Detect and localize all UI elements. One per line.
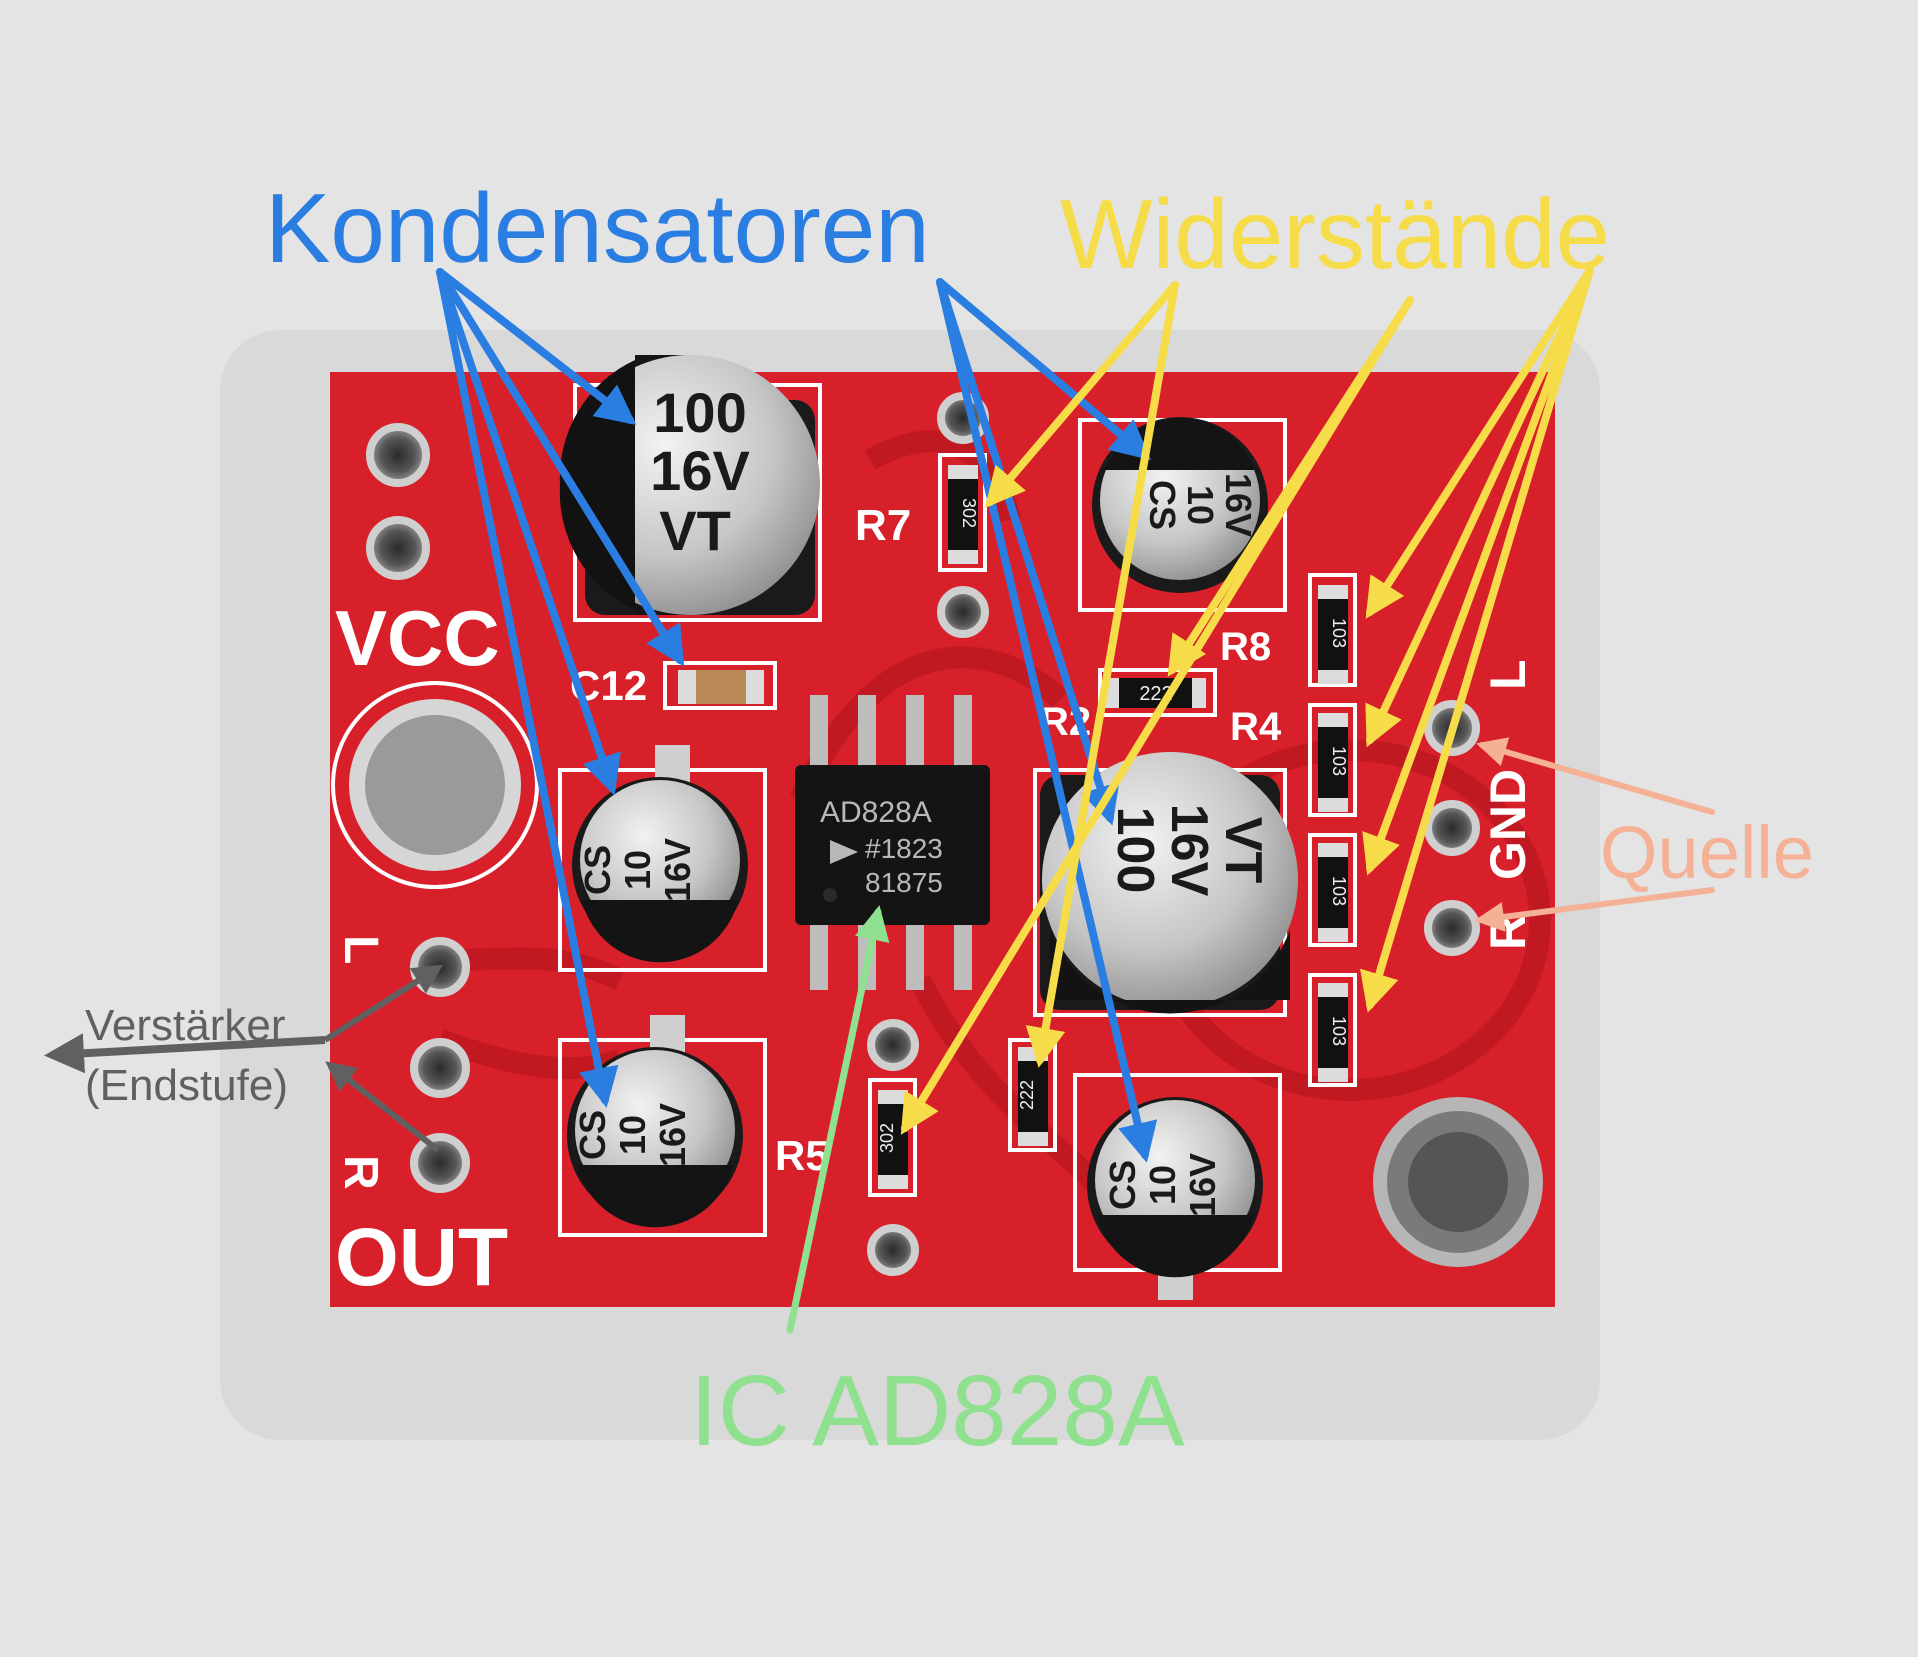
smd-resistors: 302 222 302 222 103 xyxy=(877,465,1349,1189)
small-cap-1-line1: CS xyxy=(577,845,618,895)
capacitors-label: Kondensatoren xyxy=(265,173,930,283)
resistor-r5-code: 302 xyxy=(877,1123,897,1153)
big-capacitor-2: 100 16V VT xyxy=(1040,752,1298,1014)
vcc-label: VCC xyxy=(335,594,500,682)
silk-r4: R4 xyxy=(1230,705,1282,749)
small-cap-3-line1: CS xyxy=(1142,480,1183,530)
source-label: Quelle xyxy=(1600,811,1814,894)
resistor-arrows xyxy=(900,266,1594,1135)
small-cap-3-line3: 16V xyxy=(1218,473,1259,537)
big-cap-2-line2: 16V xyxy=(1160,804,1218,897)
silk-r5: R5 xyxy=(775,1132,829,1179)
small-cap-2-line1: CS xyxy=(572,1110,613,1160)
big-cap-2-line3: VT xyxy=(1214,817,1272,884)
resistor-right-2-code: 103 xyxy=(1329,746,1349,776)
ic-label: IC AD828A xyxy=(690,1355,1185,1467)
small-cap-2-line2: 10 xyxy=(612,1115,653,1155)
resistor-right-3-code: 103 xyxy=(1329,876,1349,906)
smd-capacitor-c12 xyxy=(678,670,764,704)
capacitor-arrows xyxy=(436,268,1158,1163)
ic-ad828a-chip: AD828A #1823 81875 xyxy=(795,695,990,990)
resistor-right-3: 103 xyxy=(1318,843,1349,942)
ic-marking-line1: AD828A xyxy=(820,796,932,829)
ic-marking-line2: #1823 xyxy=(865,833,943,864)
small-cap-1-line3: 16V xyxy=(657,838,698,902)
resistor-r7: 302 xyxy=(948,465,979,564)
big-cap-1-line2: 16V xyxy=(650,439,750,502)
source-arrows xyxy=(1474,737,1715,932)
small-cap-2-line3: 16V xyxy=(652,1103,693,1167)
small-cap-1-line2: 10 xyxy=(617,850,658,890)
resistor-r8: 222 xyxy=(1105,678,1206,708)
big-cap-1-line1: 100 xyxy=(653,381,746,444)
small-cap-4-line1: CS xyxy=(1102,1160,1143,1210)
through-hole-pads xyxy=(349,392,1543,1276)
silk-r7: R7 xyxy=(855,501,911,550)
resistor-right-1: 103 xyxy=(1318,585,1349,684)
silk-r-left: R xyxy=(334,1155,387,1190)
ic-arrow xyxy=(786,905,890,1334)
big-cap-1-line3: VT xyxy=(659,499,731,562)
amplifier-label-line1: Verstärker xyxy=(85,1001,286,1050)
small-cap-4-line3: 16V xyxy=(1182,1153,1223,1217)
amplifier-label-line2: (Endstufe) xyxy=(85,1061,288,1110)
small-cap-4-line2: 10 xyxy=(1142,1165,1183,1205)
analog-devices-logo-icon xyxy=(830,840,858,864)
resistors-label: Widerstände xyxy=(1060,179,1610,289)
silk-gnd: GND xyxy=(1480,769,1536,880)
ic-marking-line3: 81875 xyxy=(865,867,943,898)
small-cap-3-line2: 10 xyxy=(1180,485,1221,525)
silk-r8: R8 xyxy=(1220,625,1271,669)
resistor-right-1-code: 103 xyxy=(1329,618,1349,648)
resistor-right-4: 103 xyxy=(1318,983,1349,1082)
resistor-right-4-code: 103 xyxy=(1329,1016,1349,1046)
big-cap-2-line1: 100 xyxy=(1106,807,1164,894)
resistor-r7-code: 302 xyxy=(959,498,979,528)
out-label: OUT xyxy=(335,1212,508,1303)
small-capacitor-1: CS 10 16V xyxy=(572,745,748,963)
resistor-r2-code: 222 xyxy=(1017,1080,1037,1110)
amplifier-arrows xyxy=(44,964,444,1153)
resistor-right-2: 103 xyxy=(1318,713,1349,812)
resistor-r5: 302 xyxy=(877,1090,908,1189)
silk-l-left: L xyxy=(334,935,387,964)
silk-l-right: L xyxy=(1480,659,1536,690)
